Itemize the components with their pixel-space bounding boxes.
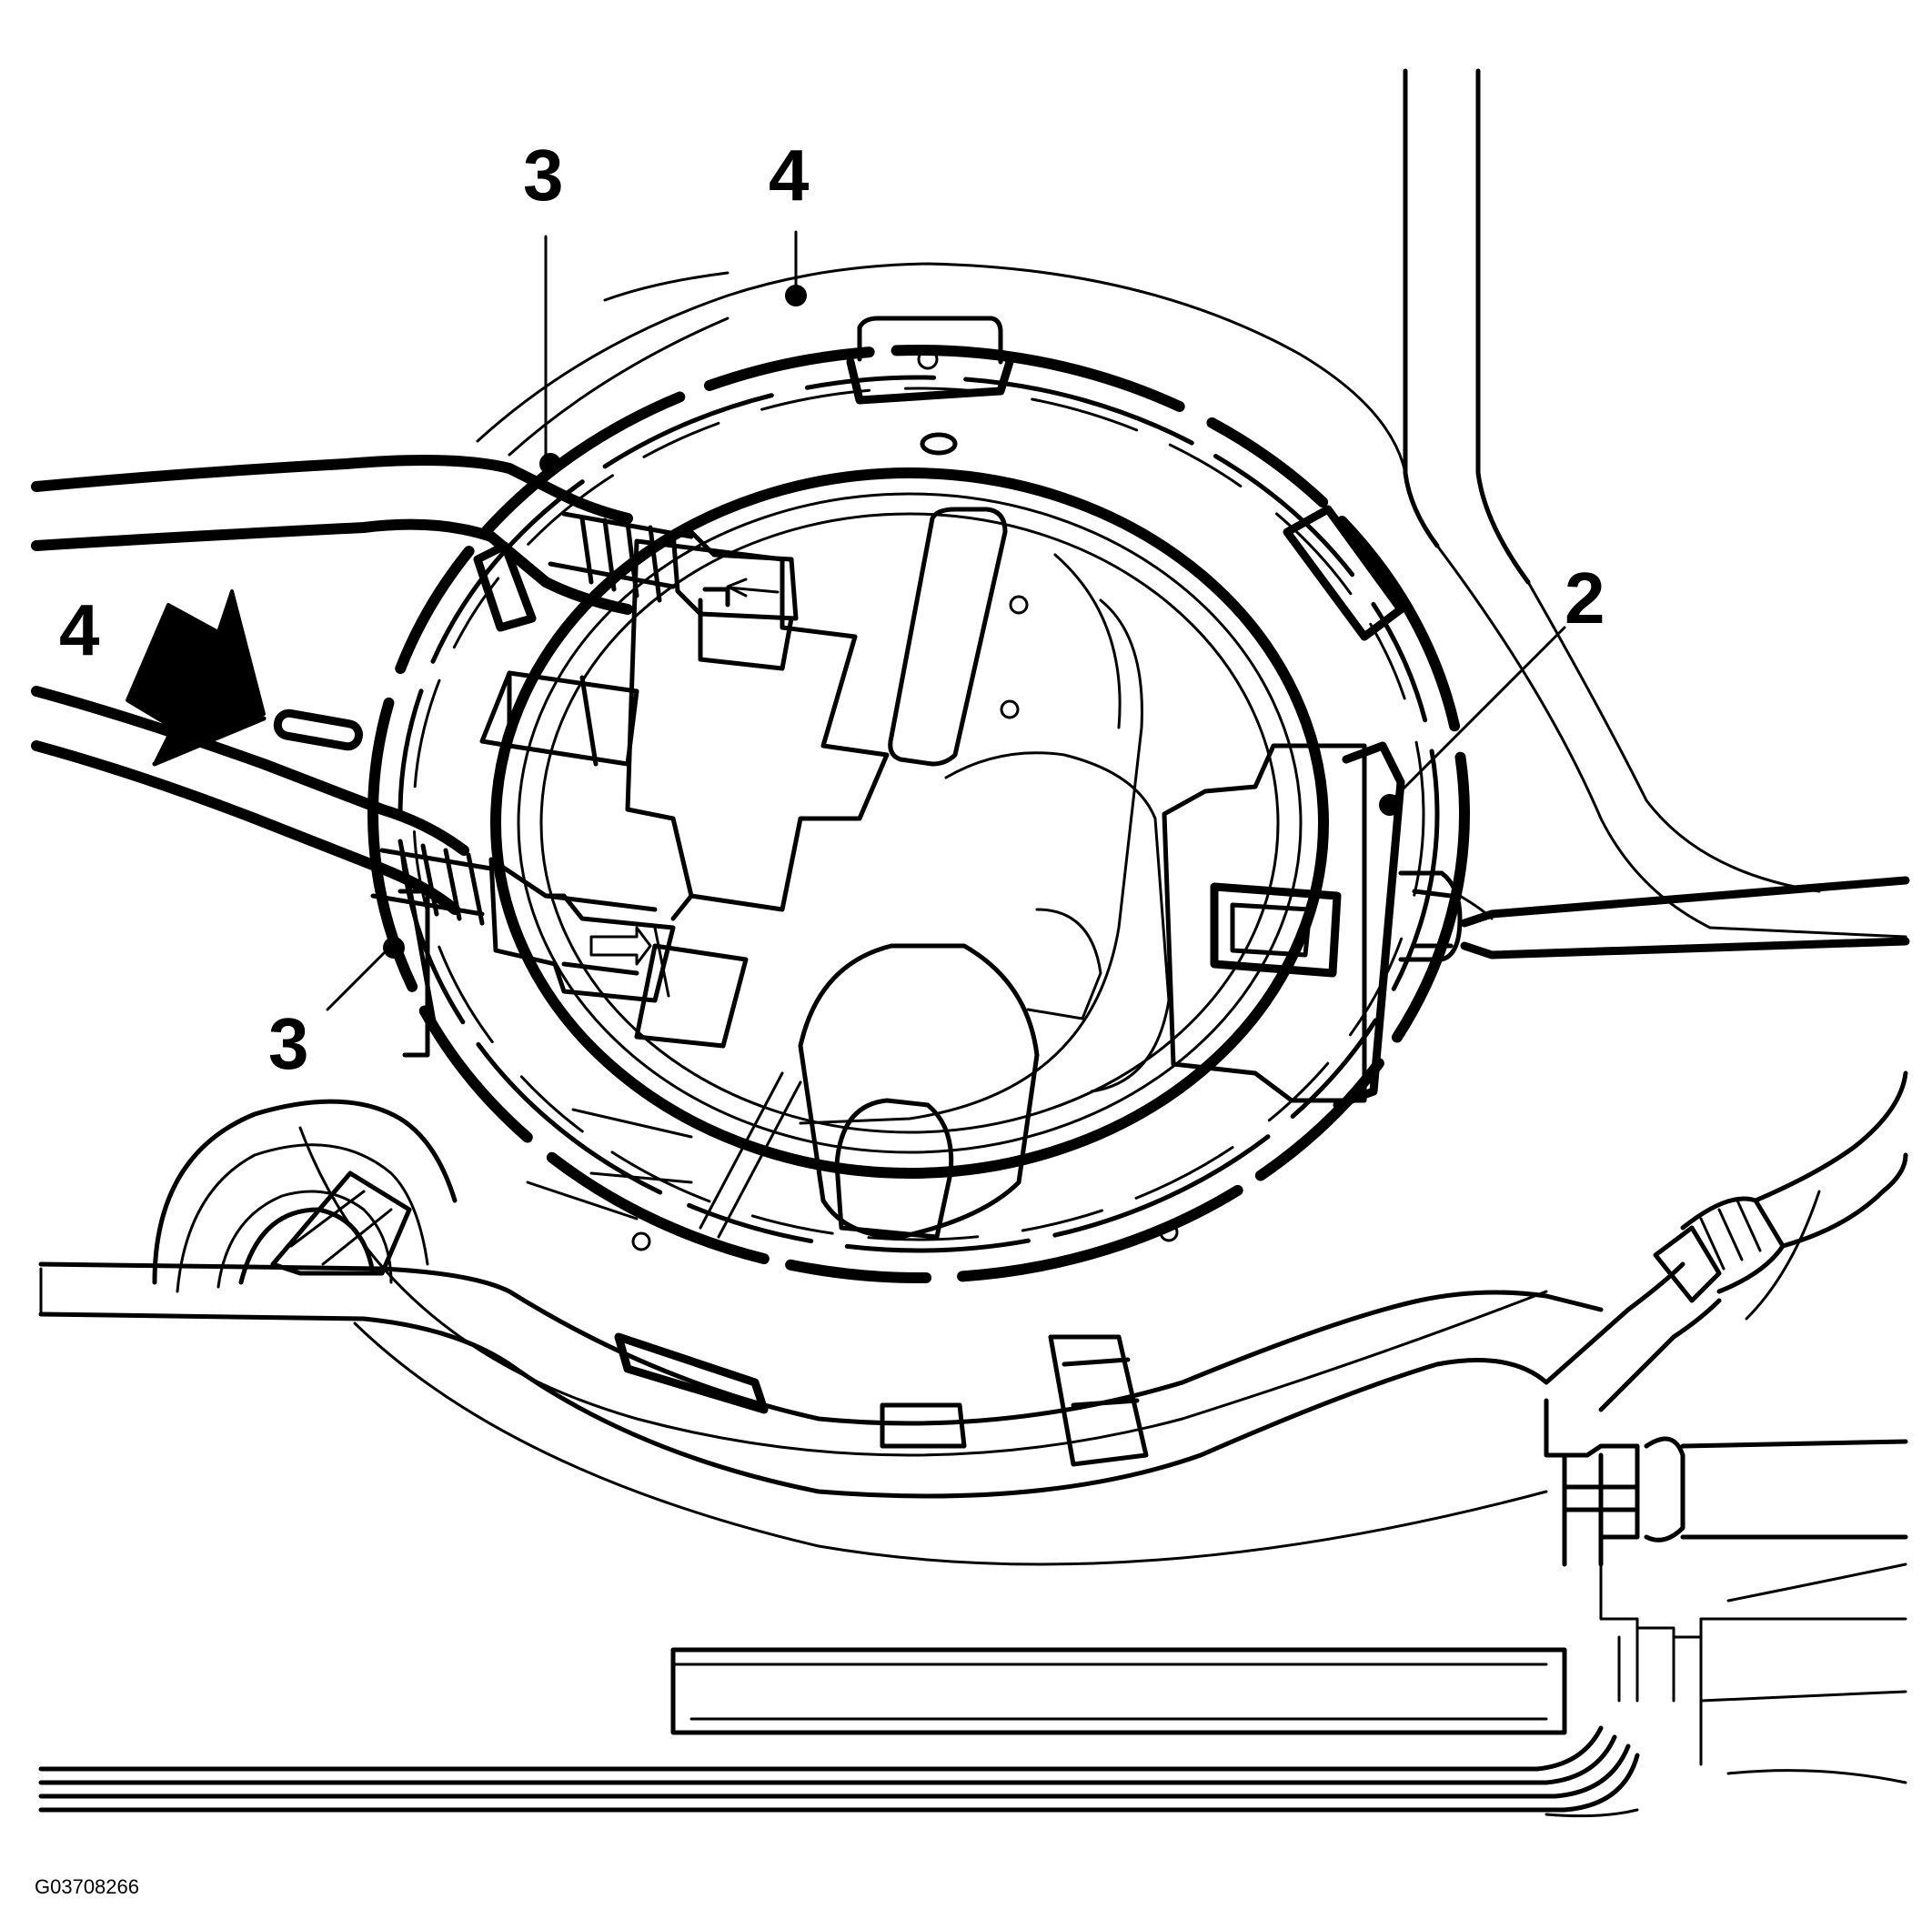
frame-rail (1403, 68, 1907, 939)
lock-ring (367, 316, 1470, 1467)
crossmember (38, 1261, 1604, 1499)
fuel-line-upper (31, 455, 799, 767)
bottom-bracket (1544, 1398, 1908, 1784)
module-internals (526, 507, 1171, 1240)
fuel-hose-right (1544, 1070, 1908, 1412)
callout-3-bottom: 3 (268, 1003, 309, 1084)
callout-4-top: 4 (769, 135, 810, 216)
callout-2: 2 (1565, 558, 1605, 638)
wiring-harness (1458, 876, 1910, 960)
bottom-pipes (38, 1725, 1640, 1818)
electrical-connector (1162, 741, 1463, 1110)
bottom-bar (670, 1647, 1567, 1735)
pump-flange (490, 467, 1329, 1251)
callout-3-top: 3 (523, 135, 564, 216)
direction-arrow (126, 589, 363, 767)
tank-contour (298, 262, 1548, 1566)
callout-4-left: 4 (59, 589, 100, 670)
leader-lines (326, 230, 1566, 1011)
figure-code: G03708266 (35, 1875, 139, 1898)
filler-cap (152, 1099, 458, 1293)
fuel-line-lower (31, 686, 676, 1003)
